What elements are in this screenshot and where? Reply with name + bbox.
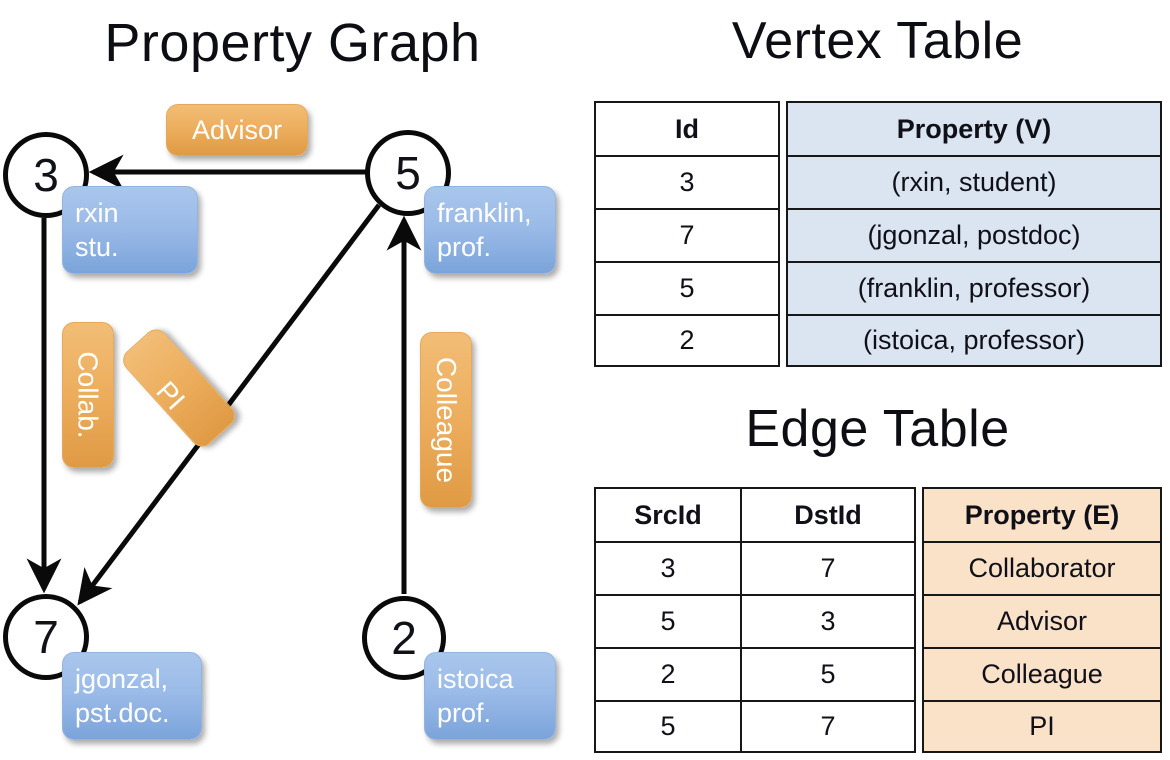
vertex-property-chip-jgonzal[interactable]: jgonzal, pst.doc. — [62, 652, 202, 740]
graph-node-2[interactable]: 2 — [362, 596, 446, 680]
edge-table-cell-property-2: Colleague — [924, 649, 1160, 702]
page-title-edge-table: Edge Table — [745, 400, 1010, 458]
vertex-property-chip-franklin[interactable]: franklin, prof. — [424, 186, 556, 274]
vertex-table-cell-property-0: (rxin, student) — [788, 157, 1160, 210]
edge-table-cell-dstid-0: 7 — [742, 543, 914, 596]
edge-table-header-property: Property (E) — [924, 489, 1160, 543]
edge-label-chip-colleague[interactable]: Colleague — [420, 332, 472, 508]
vertex-table-cell-property-2: (franklin, professor) — [788, 263, 1160, 316]
vertex-table: Id 3 7 5 2 Property (V) (rxin, student) … — [594, 101, 1162, 367]
edge-table-cell-dstid-2: 5 — [742, 649, 914, 702]
vertex-property-chip-rxin[interactable]: rxin stu. — [62, 186, 198, 274]
page-title-property-graph: Property Graph — [104, 13, 481, 73]
edge-label-chip-advisor-label: Advisor — [191, 115, 283, 145]
edge-table-column-dstid: DstId 7 3 5 7 — [740, 487, 916, 753]
vertex-table-cell-id-3: 2 — [596, 316, 778, 365]
edge-label-chip-colleague-label: Colleague — [431, 356, 463, 484]
vertex-property-chip-rxin-label: rxin stu. — [75, 198, 119, 262]
vertex-table-cell-id-2: 5 — [596, 263, 778, 316]
vertex-property-chip-jgonzal-label: jgonzal, pst.doc. — [75, 664, 170, 728]
edge-table-cell-property-3: PI — [924, 702, 1160, 751]
vertex-table-cell-id-1: 7 — [596, 210, 778, 263]
edge-table-cell-srcid-3: 5 — [596, 702, 740, 751]
edge-table-cell-property-0: Collaborator — [924, 543, 1160, 596]
vertex-table-cell-id-0: 3 — [596, 157, 778, 210]
edge-label-chip-advisor[interactable]: Advisor — [166, 104, 308, 156]
edge-table-cell-dstid-3: 7 — [742, 702, 914, 751]
vertex-table-cell-property-3: (istoica, professor) — [788, 316, 1160, 365]
edge-table: SrcId 3 5 2 5 DstId 7 3 5 7 Property (E)… — [594, 487, 1162, 753]
vertex-table-header-property: Property (V) — [788, 103, 1160, 157]
edge-table-cell-property-1: Advisor — [924, 596, 1160, 649]
property-graph-diagram: 3 5 7 2 rxin stu. franklin, prof. jgonza… — [3, 104, 556, 740]
edge-table-header-dstid: DstId — [742, 489, 914, 543]
vertex-property-chip-istoica-label: istoica prof. — [437, 664, 514, 728]
edge-table-column-property: Property (E) Collaborator Advisor Collea… — [922, 487, 1162, 753]
edge-label-chip-collaborator[interactable]: Collab. — [62, 322, 114, 468]
vertex-table-header-id: Id — [596, 103, 778, 157]
vertex-property-chip-istoica[interactable]: istoica prof. — [424, 652, 556, 740]
edge-table-cell-srcid-2: 2 — [596, 649, 740, 702]
edge-table-cell-dstid-1: 3 — [742, 596, 914, 649]
vertex-property-chip-franklin-label: franklin, prof. — [437, 198, 532, 262]
graph-node-5[interactable]: 5 — [365, 130, 451, 216]
edge-table-cell-srcid-1: 5 — [596, 596, 740, 649]
edge-table-cell-srcid-0: 3 — [596, 543, 740, 596]
edge-table-header-srcid: SrcId — [596, 489, 740, 543]
vertex-table-cell-property-1: (jgonzal, postdoc) — [788, 210, 1160, 263]
edge-table-column-srcid: SrcId 3 5 2 5 — [594, 487, 742, 753]
vertex-table-column-property: Property (V) (rxin, student) (jgonzal, p… — [786, 101, 1162, 367]
edge-arrow-pi — [77, 203, 381, 606]
page-title-vertex-table: Vertex Table — [731, 12, 1024, 70]
vertex-table-column-id: Id 3 7 5 2 — [594, 101, 780, 367]
edge-label-chip-collaborator-label: Collab. — [73, 351, 105, 439]
graph-edge-arrows — [26, 154, 422, 606]
